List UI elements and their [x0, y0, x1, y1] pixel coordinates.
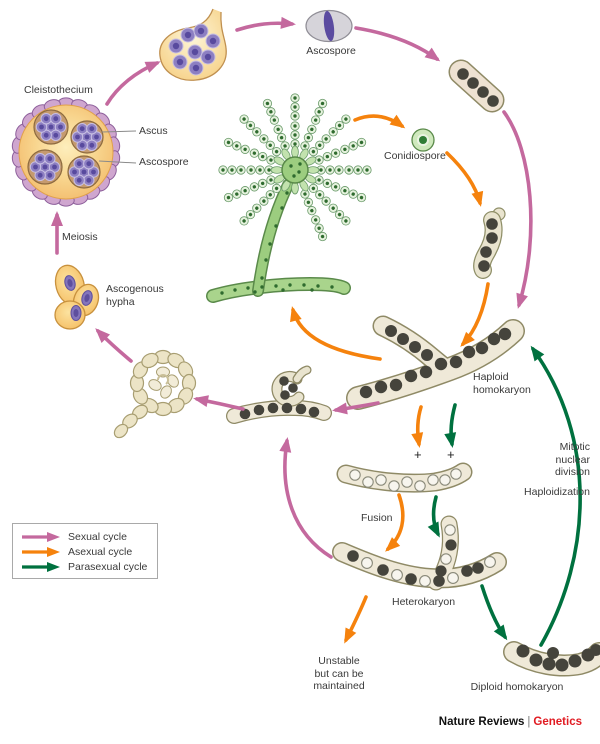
arrow-conidiospore-to-germination — [445, 151, 484, 207]
hyphal-coil-illustration — [113, 349, 197, 439]
unstable-label-line2: but can be — [314, 667, 364, 680]
haploid-homokaryon-illustration — [346, 315, 525, 410]
unstable-label: Unstable but can be maintained — [310, 655, 368, 693]
sexual-cycle-arrows — [51, 16, 533, 559]
germinating-conidiospore-illustration — [473, 207, 506, 279]
arrow-germination-to-haploid — [502, 110, 533, 309]
arrow-haploid-to-plus — [444, 403, 457, 448]
conidiophore-illustration — [206, 93, 372, 303]
haploid-homokaryon-label-line1: Haploid — [473, 371, 509, 383]
plus-sign-right: + — [447, 447, 455, 462]
ascogenous-hypha-label: Ascogenous hypha — [106, 283, 164, 308]
legend-label-sexual: Sexual cycle — [68, 530, 127, 543]
ascus-callout-line — [101, 130, 137, 133]
journal-credit: Nature Reviews|Genetics — [439, 716, 582, 728]
coiling-hypha-illustration — [226, 365, 332, 424]
unstable-label-line1: Unstable — [318, 655, 360, 667]
sexual-cycle-arrow-icon — [22, 531, 60, 542]
second-strain-hypha-illustration — [336, 462, 473, 493]
ascogenous-hypha-illustration — [54, 264, 100, 330]
credit-separator: | — [527, 716, 531, 728]
haploidization-label: Haploidization — [524, 486, 590, 498]
legend-item-asexual: Asexual cycle — [20, 544, 157, 559]
haploid-homokaryon-label: Haploid homokaryon — [473, 371, 531, 396]
mitotic-nuclear-division-label: Mitotic nuclear division — [518, 441, 590, 479]
arrow-coiling-hypha-to-coil — [193, 395, 245, 411]
arrow-to-heterokaryon-branch — [427, 495, 440, 538]
cycle-legend: Sexual cycle Asexual cycle Parasexual cy… — [12, 523, 158, 579]
mitotic-label-line1: Mitotic — [559, 441, 590, 453]
credit-journal: Genetics — [533, 716, 582, 728]
legend-label-asexual: Asexual cycle — [68, 545, 133, 558]
arrow-ascospore-to-germination — [354, 26, 441, 62]
ascogenous-hypha-label-line1: Ascogenous — [106, 283, 164, 295]
ascospore-illustration — [305, 9, 353, 43]
germinating-ascospore-illustration — [448, 59, 505, 113]
ascogenous-hypha-label-line2: hypha — [106, 295, 135, 308]
arrow-heterokaryon-to-unstable — [344, 595, 368, 644]
ascus-label: Ascus — [139, 125, 168, 137]
fusion-label: Fusion — [361, 512, 393, 524]
arrow-haploidization — [530, 345, 582, 647]
ascus-sac-illustration — [159, 8, 227, 81]
asexual-cycle-arrow-icon — [22, 546, 60, 557]
arrow-haploid-to-plus — [411, 405, 424, 448]
conidiospore-illustration — [411, 128, 435, 152]
meiosis-label: Meiosis — [62, 231, 98, 243]
ascospore-label: Ascospore — [306, 45, 356, 57]
mitotic-label-line3: division — [554, 466, 590, 478]
arrow-haploid-to-coiling-hypha — [332, 401, 380, 415]
parasexual-cycle-arrow-icon — [22, 561, 60, 572]
diploid-homokaryon-illustration — [503, 641, 600, 677]
arrow-heterokaryon-to-diploid — [480, 584, 508, 641]
cleistothecium-label: Cleistothecium — [24, 84, 93, 96]
asexual-cycle-arrows — [290, 114, 490, 644]
plus-sign-left: + — [414, 447, 422, 462]
ascospore-callout-line — [98, 160, 137, 164]
diploid-homokaryon-label: Diploid homokaryon — [470, 681, 564, 693]
arrow-haploid-to-conidiophore — [290, 306, 382, 361]
legend-item-sexual: Sexual cycle — [20, 529, 157, 544]
arrow-germination-to-haploid — [460, 282, 490, 347]
legend-label-parasexual: Parasexual cycle — [68, 560, 148, 573]
conidiospore-label: Conidiospore — [384, 150, 446, 162]
arrow-ascus-to-ascospore — [235, 16, 296, 32]
haploid-homokaryon-label-line2: homokaryon — [473, 383, 531, 396]
arrow-heterokaryon-to-sexual-cycle — [279, 437, 333, 559]
cleistothecium-illustration — [10, 97, 137, 207]
arrow-fusion — [385, 493, 405, 552]
heterokaryon-label: Heterokaryon — [392, 596, 456, 608]
ascospore-callout-label: Ascospore — [139, 156, 189, 168]
unstable-label-line3: maintained — [313, 680, 365, 692]
arrow-coil-to-ascogenous-hypha — [95, 328, 133, 363]
heterokaryon-illustration — [332, 515, 507, 591]
mitotic-label-line2: nuclear — [555, 453, 590, 466]
legend-item-parasexual: Parasexual cycle — [20, 559, 157, 574]
credit-publication: Nature Reviews — [438, 716, 525, 728]
arrow-cleistothecium-to-ascus — [105, 61, 161, 106]
arrow-conidiophore-to-conidiospore — [353, 114, 406, 129]
parasexual-cycle-arrows — [427, 345, 582, 647]
